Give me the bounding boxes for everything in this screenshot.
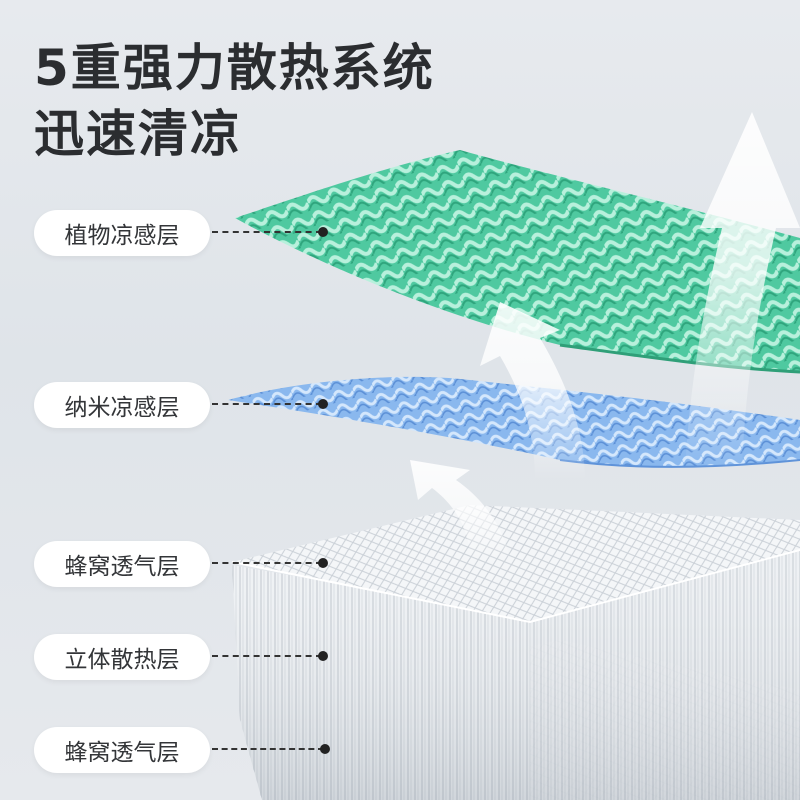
airflow-arrows xyxy=(410,112,800,560)
leader-line-nano-cooling xyxy=(212,399,328,409)
leader-line-honeycomb-top xyxy=(212,558,328,568)
layer-label-plant-cooling: 植物凉感层 xyxy=(34,210,210,256)
layer-label-honeycomb-top: 蜂窝透气层 xyxy=(34,541,210,587)
fiber-block xyxy=(232,548,800,800)
leader-line-honeycomb-bottom xyxy=(212,744,330,754)
leader-line-plant-cooling xyxy=(212,227,328,237)
layer-label-nano-cooling: 纳米凉感层 xyxy=(34,382,210,428)
leader-line-3d-dissipation xyxy=(212,651,328,661)
top-mesh-layer xyxy=(231,505,800,624)
layer-label-3d-dissipation: 立体散热层 xyxy=(34,634,210,680)
layer-label-honeycomb-bottom: 蜂窝透气层 xyxy=(34,727,210,773)
plant-cooling-layer xyxy=(235,150,800,374)
headline-line-1: 5重强力散热系统 xyxy=(34,39,435,97)
headline-line-2: 迅速清凉 xyxy=(34,105,242,163)
